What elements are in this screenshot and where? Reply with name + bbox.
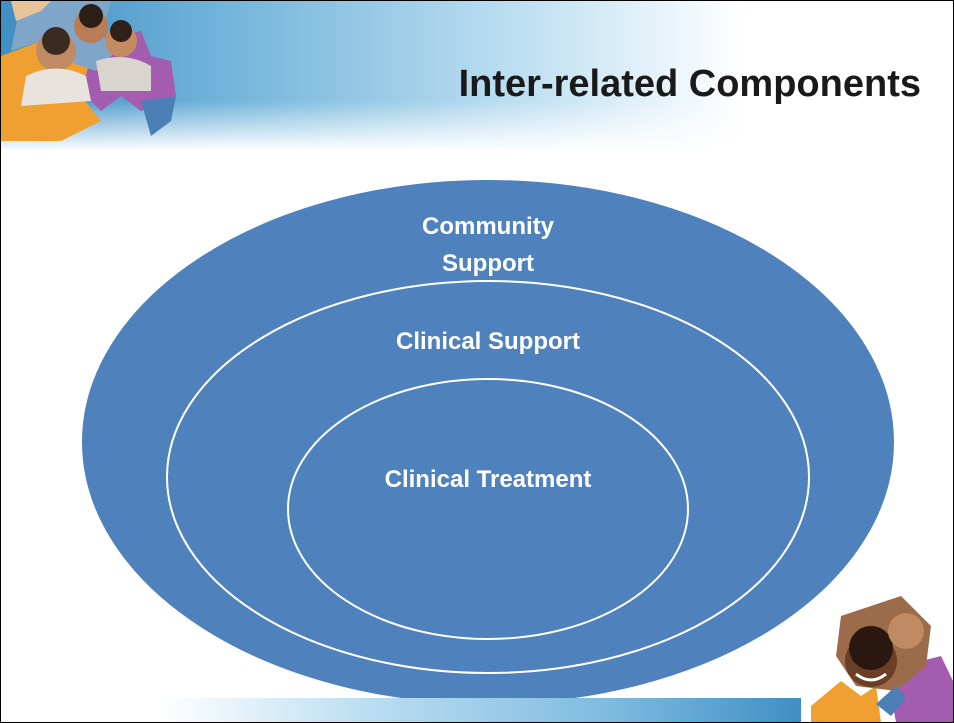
- puzzle-photo-icon: [1, 1, 176, 141]
- page-title: Inter-related Components: [458, 63, 921, 105]
- ring-outer-label-line-2: Support: [442, 250, 534, 277]
- puzzle-photo-icon: [811, 596, 953, 722]
- ring-inner-label: Clinical Treatment: [385, 466, 592, 493]
- ring-outer-label-line-1: Community: [422, 213, 555, 240]
- footer-gradient-band: [161, 698, 801, 722]
- ring-inner: [287, 378, 689, 640]
- ring-middle-label: Clinical Support: [396, 328, 580, 355]
